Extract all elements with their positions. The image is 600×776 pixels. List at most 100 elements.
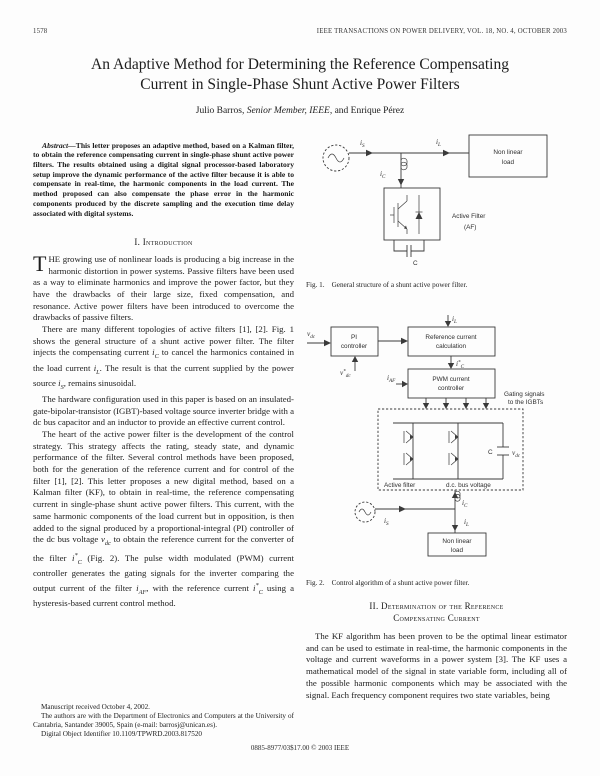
is-label: iS (360, 139, 365, 149)
fig1-caption-text: General structure of a shunt active powe… (331, 281, 468, 289)
math-il: iL (93, 362, 100, 376)
author-rest: and Enrique Pérez (332, 106, 405, 116)
vdc-ref-input: v*dc (340, 356, 359, 379)
fig1-caption: Fig. 1. General structure of a shunt acti… (306, 281, 567, 290)
text-run: to obtain the reference current for the … (33, 534, 294, 563)
gating-label-2: to the IGBTs (508, 399, 543, 406)
journal-header: 1578 IEEE TRANSACTIONS ON POWER DELIVERY… (33, 28, 567, 35)
copyright-footer: 0885-8977/03$17.00 © 2003 IEEE (250, 744, 350, 752)
math-is: iS (58, 378, 64, 392)
math-ic-ref: i*C (72, 551, 82, 566)
pi-controller-box: PI controller (330, 326, 379, 357)
ac-source (322, 144, 350, 172)
dropcap-lead: HE (48, 253, 61, 264)
vdc-label: vdc (307, 330, 316, 340)
il2-label: iL (464, 518, 469, 528)
load-label-1: Non linear (493, 149, 523, 156)
capacitor-label: C (413, 260, 418, 267)
intro-paragraph-3: The hardware configuration used in this … (33, 393, 294, 428)
intro-p1-text: growing use of nonlinear loads is produc… (33, 253, 294, 323)
ic-label: iC (462, 499, 468, 509)
iaf-label: iAF (387, 374, 396, 384)
author-line: Julio Barros, Senior Member, IEEE, and E… (33, 106, 567, 116)
pi-label-2: controller (341, 343, 368, 350)
is-arrow (399, 505, 406, 513)
il-label: iL (452, 315, 457, 325)
author-membership: Senior Member, IEEE, (246, 106, 333, 116)
gating-label-1: Gating signals (504, 391, 545, 398)
nonlinear-load-box: Non linear load (468, 134, 548, 178)
load-label-2: load (451, 547, 464, 554)
iaf-input: iAF (387, 374, 408, 388)
ic-label: iC (380, 170, 386, 180)
figure-2: iL PI controller vdc v*dc (306, 313, 567, 588)
dc-capacitor: C (393, 240, 425, 267)
section-heading-2: II. Determination of the Reference Compe… (306, 601, 567, 624)
il-label: iL (436, 138, 441, 148)
is-label: iS (384, 517, 389, 527)
text-run: The heart of the active power filter is … (33, 428, 294, 545)
active-filter-label: Active filter (384, 482, 416, 489)
shunt-branch: iC (380, 153, 408, 188)
abstract-text: This letter proposes an adaptive method,… (33, 140, 294, 218)
dc-bus-capacitor: C vdc (488, 423, 521, 479)
footnote-affiliation: The authors are with the Department of E… (33, 712, 294, 730)
igbt-bridge (404, 431, 459, 466)
section2-heading-line1: II. Determination of the Reference (369, 601, 504, 611)
ic-ref-output: i*C (447, 356, 465, 370)
author-name: Julio Barros, (195, 106, 247, 116)
paper-title-line2: Current in Single-Phase Shunt Active Pow… (140, 76, 460, 93)
dc-bus-label: d.c. bus voltage (446, 482, 491, 489)
il2-arrow (451, 525, 459, 531)
right-column: iS iL Non linear load iC (306, 133, 567, 739)
fig1-caption-label: Fig. 1. (306, 281, 325, 289)
is-arrow (366, 149, 373, 157)
text-run: . The result is that the current supplie… (33, 362, 294, 389)
igbt-symbol (390, 195, 423, 234)
footnote: Manuscript received October 4, 2002. The… (33, 703, 294, 739)
paper-title: An Adaptive Method for Determining the R… (33, 55, 567, 95)
pi-label-1: PI (351, 334, 357, 341)
math-ic: iC (152, 347, 159, 361)
text-run: There are many different topologies of a… (33, 324, 294, 358)
math-vdc: vdc (101, 534, 111, 547)
page-number: 1578 (33, 28, 48, 35)
math-ic-ref: i*C (253, 581, 263, 596)
nonlinear-load-box: Non linear load (427, 532, 487, 557)
section2-paragraph-1: The KF algorithm has been proven to be t… (306, 631, 567, 700)
fig1-diagram: iS iL Non linear load iC (322, 134, 548, 267)
intro-paragraph-4: The heart of the active power filter is … (33, 429, 294, 610)
ic-arrow (397, 179, 405, 186)
intro-paragraph-2: There are many different topologies of a… (33, 324, 294, 394)
pi-output-arrow (401, 337, 408, 345)
two-column-body: Abstract—This letter proposes an adaptiv… (33, 133, 567, 739)
text-run: (Fig. 2). The pulse width modulated (PWM… (33, 552, 294, 593)
ref-label-2: calculation (436, 343, 467, 350)
ref-label-1: Reference current (425, 334, 476, 341)
load-label-2: load (502, 159, 515, 166)
pwm-controller-box: PWM current controller (407, 368, 496, 399)
active-filter-box: Active Filter (AF) (383, 187, 486, 241)
text-run: to cancel the harmonics contained in the… (33, 347, 294, 373)
figure-1: iS iL Non linear load iC (306, 133, 567, 290)
il-arrow (443, 149, 450, 157)
vdc-arrow (324, 339, 331, 347)
ic-ref-label: i*C (456, 359, 465, 369)
paper-title-line1: An Adaptive Method for Determining the R… (91, 56, 509, 73)
fig2-diagram: iL PI controller vdc v*dc (307, 315, 545, 557)
capacitor-label: C (488, 449, 493, 456)
af-label-2: (AF) (464, 224, 476, 231)
fig2-caption-label: Fig. 2. (306, 579, 325, 587)
power-circuit: iS iC iL Non linear (354, 490, 487, 557)
vdc-ref-label: v*dc (340, 368, 351, 378)
pwm-label-1: PWM current (432, 376, 470, 383)
af-label-1: Active Filter (452, 213, 486, 220)
text-run: , with the reference current (146, 582, 254, 593)
vdc2-label: vdc (512, 449, 521, 459)
dropcap: T (33, 250, 47, 276)
fig2-caption: Fig. 2.Control algorithm of a shunt acti… (306, 579, 567, 588)
left-column: Abstract—This letter proposes an adaptiv… (33, 133, 294, 739)
ic-arrow (451, 492, 459, 498)
